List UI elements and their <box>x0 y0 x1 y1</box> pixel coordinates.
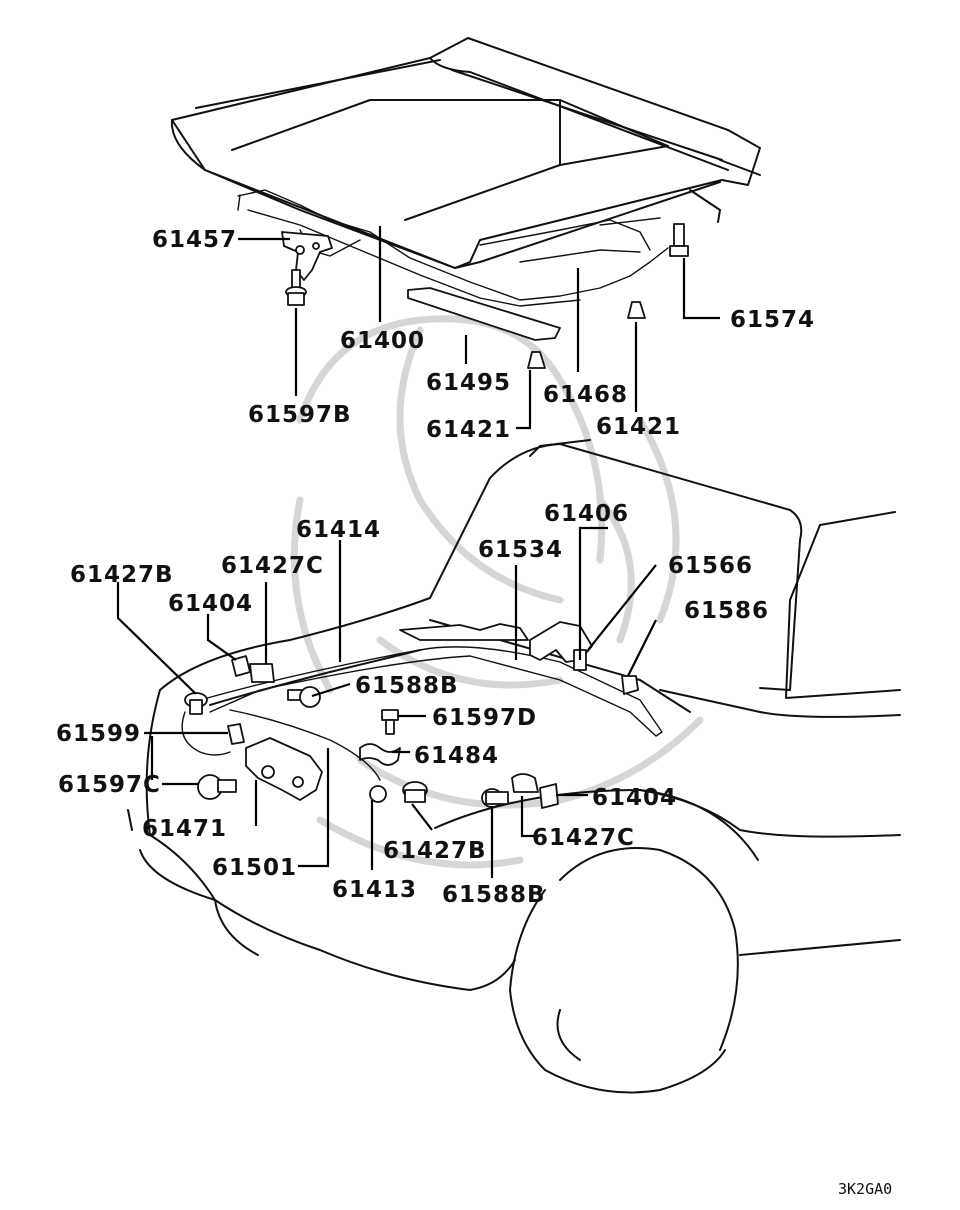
clip-61404-b-part <box>539 783 559 809</box>
clip-61599-part <box>227 723 245 745</box>
label-61574: 61574 <box>730 307 815 333</box>
label-61534: 61534 <box>478 537 563 563</box>
label-61406: 61406 <box>544 501 629 527</box>
grommet-61413-part <box>369 785 387 803</box>
label-61421-left: 61421 <box>426 417 511 443</box>
label-61588b-upper: 61588B <box>355 673 459 699</box>
bumper-61427c-b-part <box>511 773 539 793</box>
bushing-61588b-b-part <box>481 788 509 808</box>
label-61597d: 61597D <box>432 705 537 731</box>
release-cable-part <box>199 646 663 737</box>
label-61471: 61471 <box>142 816 227 842</box>
label-61501: 61501 <box>212 855 297 881</box>
label-61413: 61413 <box>332 877 417 903</box>
clip-61586-part <box>621 675 639 695</box>
bumper-61427c-a-part <box>249 663 275 683</box>
hood-hinge-part <box>281 231 333 281</box>
label-61427c-bottom: 61427C <box>532 825 635 851</box>
part-labels: 61457 61400 61574 61597B 61495 61468 614… <box>56 227 815 908</box>
label-61421-right: 61421 <box>596 414 681 440</box>
watermark-emblem <box>290 315 704 869</box>
bolt-61597b-part <box>285 269 307 306</box>
label-61427b-top: 61427B <box>70 562 174 588</box>
hood-support-rod-part <box>399 623 529 641</box>
label-61414: 61414 <box>296 517 381 543</box>
bolt-61597d-part <box>381 709 399 735</box>
hood-lock-part <box>229 709 381 801</box>
label-61495: 61495 <box>426 370 511 396</box>
label-61597c: 61597C <box>58 772 161 798</box>
clip-61421-a-part <box>527 351 546 369</box>
cable-loop-part <box>181 711 231 756</box>
stud-61574-part <box>669 223 689 257</box>
label-61599: 61599 <box>56 721 141 747</box>
leader-lines <box>116 226 720 878</box>
label-61427c-top: 61427C <box>221 553 324 579</box>
hood-seal-plate <box>407 287 561 341</box>
label-61597b: 61597B <box>248 402 352 428</box>
label-61404-bottom: 61404 <box>592 785 677 811</box>
hood-panel <box>170 37 761 269</box>
bushing-61588b-a-part <box>287 686 321 708</box>
clip-61421-b-part <box>627 301 646 319</box>
label-61586: 61586 <box>684 598 769 624</box>
label-61468: 61468 <box>543 382 628 408</box>
clamp-61484-part <box>359 743 401 766</box>
label-61427b-bottom: 61427B <box>383 838 487 864</box>
label-61588b-lower: 61588B <box>442 882 546 908</box>
bolt-61597c-part <box>197 774 237 800</box>
label-61400: 61400 <box>340 328 425 354</box>
vehicle-body <box>127 439 901 1094</box>
label-61404-top: 61404 <box>168 591 253 617</box>
label-61484: 61484 <box>414 743 499 769</box>
label-61566: 61566 <box>668 553 753 579</box>
bumper-61427b-part <box>402 781 428 803</box>
clip-61404-a-part <box>231 655 251 677</box>
bumper-61427b-top-part <box>184 692 208 715</box>
diagram-code: 3K2GA0 <box>838 1180 892 1198</box>
label-61457: 61457 <box>152 227 237 253</box>
